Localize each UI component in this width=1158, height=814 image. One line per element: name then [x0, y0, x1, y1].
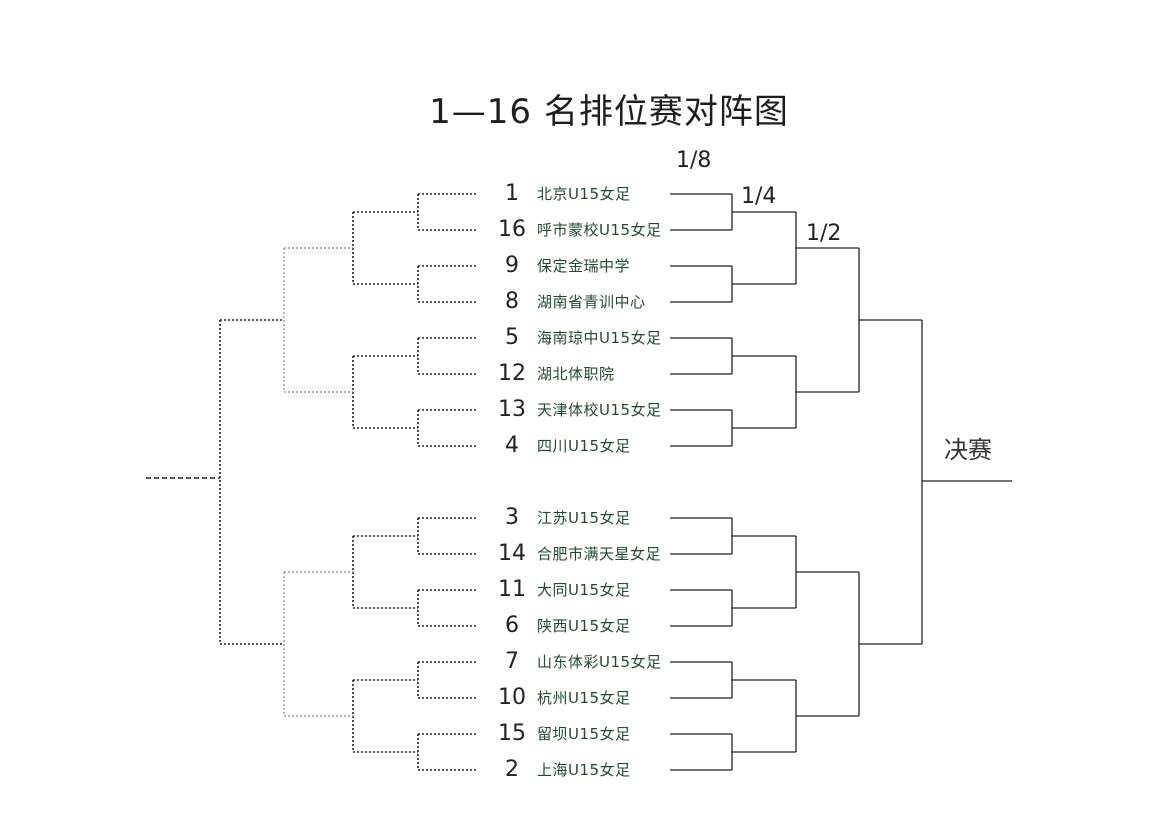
round-label-qf: 1/4	[741, 184, 777, 209]
team-seed: 2	[505, 757, 519, 782]
team-seed: 3	[505, 505, 519, 530]
team-seed: 4	[505, 433, 519, 458]
team-seed: 16	[498, 217, 526, 242]
team-name: 海南琼中U15女足	[537, 329, 662, 347]
team-name: 湖南省青训中心	[537, 293, 646, 311]
team-seed: 7	[505, 649, 519, 674]
team-seed: 14	[498, 541, 526, 566]
left-sf-group	[283, 247, 353, 393]
team-name: 保定金瑞中学	[537, 257, 631, 275]
team-name: 陕西U15女足	[537, 617, 631, 635]
team-seed: 10	[498, 685, 526, 710]
team-seed: 9	[505, 253, 519, 278]
round-label-r16: 1/8	[676, 148, 712, 173]
team-seed: 8	[505, 289, 519, 314]
team-seed: 1	[505, 181, 519, 206]
team-name: 大同U15女足	[537, 581, 631, 599]
team-seed: 5	[505, 325, 519, 350]
team-name: 合肥市满天星女足	[537, 545, 662, 563]
team-name: 留坝U15女足	[537, 725, 631, 743]
team-name: 北京U15女足	[537, 185, 631, 203]
team-name: 呼市蒙校U15女足	[537, 221, 662, 239]
round-label-sf: 1/2	[806, 221, 842, 246]
round-label-final: 决赛	[944, 436, 992, 464]
team-name: 山东体彩U15女足	[537, 653, 662, 671]
right-bracket-lines	[670, 193, 1012, 771]
team-seed: 11	[498, 577, 526, 602]
team-name: 四川U15女足	[537, 437, 631, 455]
left-sf-group	[283, 571, 353, 717]
team-name: 湖北体职院	[537, 365, 615, 383]
left-bracket-lines	[146, 193, 476, 771]
team-seed: 13	[498, 397, 526, 422]
team-seed: 15	[498, 721, 526, 746]
team-seed: 12	[498, 361, 526, 386]
team-name: 天津体校U15女足	[537, 401, 662, 419]
team-name: 杭州U15女足	[537, 689, 631, 707]
page-title: 1—16 名排位赛对阵图	[429, 92, 789, 132]
team-seed: 6	[505, 613, 519, 638]
team-name: 上海U15女足	[537, 761, 631, 779]
team-name: 江苏U15女足	[537, 509, 631, 527]
